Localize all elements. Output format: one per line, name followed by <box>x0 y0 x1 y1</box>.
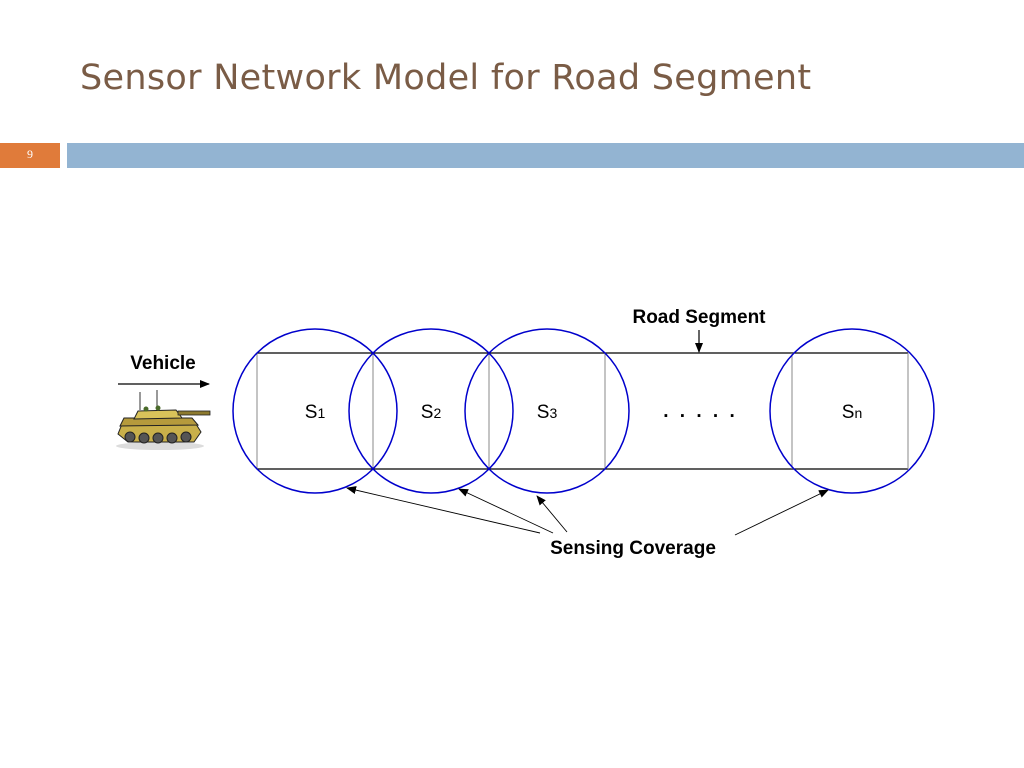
sensor-label-s3: S3 <box>537 402 558 423</box>
coverage-arrow-sn <box>734 489 829 536</box>
coverage-arrow-s2 <box>458 488 554 534</box>
coverage-circle-s3 <box>464 328 630 494</box>
sensor-label-s2: S2 <box>421 402 442 423</box>
coverage-circle-s2 <box>348 328 514 494</box>
coverage-arrow-s3 <box>536 495 568 533</box>
slide-title: Sensor Network Model for Road Segment <box>80 58 812 98</box>
road-segment <box>256 352 909 470</box>
header-bar <box>67 143 1024 168</box>
coverage-circle-sn <box>769 328 935 494</box>
sensor-label-sn: Sn <box>842 402 862 423</box>
tank-icon <box>116 390 211 450</box>
coverage-circle-s1 <box>232 328 398 494</box>
sensor-ellipsis: . . . . . <box>663 401 735 422</box>
vehicle-label: Vehicle <box>130 353 196 374</box>
page-number-badge: 9 <box>0 143 60 168</box>
road-segment-label: Road Segment <box>632 307 766 328</box>
sensor-label-s1: S1 <box>305 402 326 423</box>
coverage-arrow-s1 <box>346 486 541 534</box>
sensing-coverage-label: Sensing Coverage <box>550 538 716 559</box>
